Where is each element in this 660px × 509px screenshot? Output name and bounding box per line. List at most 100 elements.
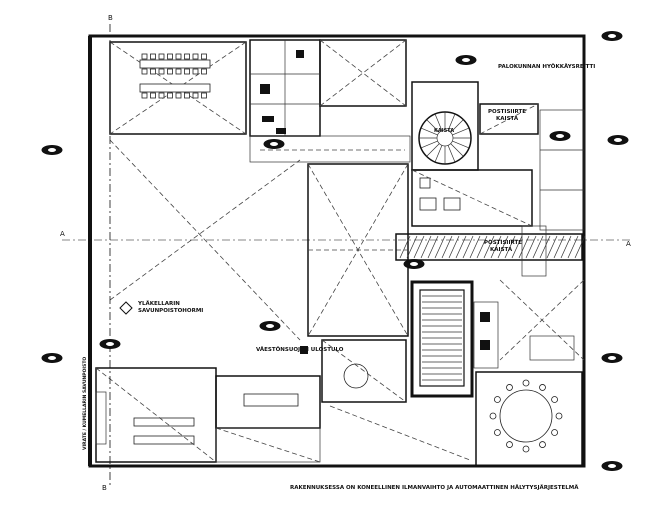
chair [506,384,513,391]
chair [175,92,182,99]
hatch-line [567,235,579,259]
shelter-exit-marker [300,346,308,354]
stair-step [434,113,443,131]
chair [555,412,563,420]
hatch-line [574,235,586,259]
detector-marker-core [270,142,278,146]
chair [551,429,558,436]
chair [175,68,182,75]
hatch-line [525,235,537,259]
detector-marker-core [614,138,622,142]
chair [150,92,156,99]
hatch-line [476,235,488,259]
corridor-top [249,135,411,163]
detector-marker-core [266,324,274,328]
hatch-line [539,235,551,259]
mail-chute-room-2 [395,225,586,277]
detector-marker-core [48,148,56,152]
detector-marker-core [608,356,616,360]
right-lower-area [499,279,585,361]
chair [141,53,148,60]
chair [167,92,173,99]
detector-marker-core [106,342,114,346]
detector-marker-core [608,464,616,468]
hatch-line [518,235,530,259]
chair [141,92,148,99]
stair-step [447,113,456,131]
hatch-line [399,235,411,259]
service-rooms-top [249,39,407,137]
meeting-room-mid [411,169,533,227]
hatch-line [434,235,446,259]
smoke-hatch-label: YLÄKELLARIN SAVUNPOISTOHORMI [137,300,203,314]
section-b-bottom: B [102,484,107,492]
chair [489,412,497,420]
table-row [139,59,211,93]
hatch-line [420,235,432,259]
meeting-room-bottom [215,375,471,463]
chair [158,68,165,75]
hatch-line [553,235,565,259]
room-top-left [109,41,247,135]
hatch-line [448,235,460,259]
chair [201,68,207,75]
stair-core [410,280,499,398]
stair-step [420,140,438,149]
mail-chute-label-2: POSTISIIRTE KAISTA [484,240,524,253]
hatch-line [469,235,481,259]
stair-step [434,145,443,163]
chair [158,92,165,99]
hatch-line [455,235,467,259]
detector-marker-core [556,134,564,138]
chair [158,53,165,60]
chair [167,68,173,75]
chair [539,384,546,391]
stair-step [426,119,440,133]
hatch-line [546,235,558,259]
chair [494,429,501,436]
hatch-line [497,235,509,259]
section-a-left: A [60,230,65,238]
chair [184,92,190,99]
chair [150,53,156,60]
section-a-right: A [626,240,631,248]
mail-chute-label-1: POSTISIIRTE KAISTA [488,109,528,122]
section-lines [62,24,630,486]
stair-step [450,119,464,133]
chair [141,68,148,75]
stair-step [450,143,464,157]
detector-marker-core [608,34,616,38]
shelter-exit-label: VÄESTÖNSUOJAN ULOSTULO [256,346,344,353]
mid-round-table-room [321,339,407,403]
mail-chute-room-1 [479,103,539,135]
detector-marker-core [48,356,56,360]
stair-label: KAISTA [434,128,454,134]
chair [494,396,501,403]
fire-route-label: PALOKUNNAN HYÖKKÄYSREITTI [498,63,595,70]
chair [522,379,530,387]
chair [201,92,207,99]
stair-step [452,127,470,136]
chair [506,441,513,448]
right-rooms [539,109,585,231]
chair [175,53,182,60]
outer-walls [88,34,586,468]
hatch-line [560,235,572,259]
hatch-line [532,235,544,259]
chair [192,92,199,99]
hatch-line [441,235,453,259]
hatch-line [504,235,516,259]
round-table-room [475,371,583,467]
detector-markers [41,31,629,471]
central-hall [307,163,409,337]
stair-step [447,145,456,163]
hatch-line [511,235,523,259]
chair [192,53,199,60]
section-b-top: B [108,14,113,22]
detector-marker-core [410,262,418,266]
stair-step [452,140,470,149]
chair [150,68,156,75]
hatch-line [490,235,502,259]
